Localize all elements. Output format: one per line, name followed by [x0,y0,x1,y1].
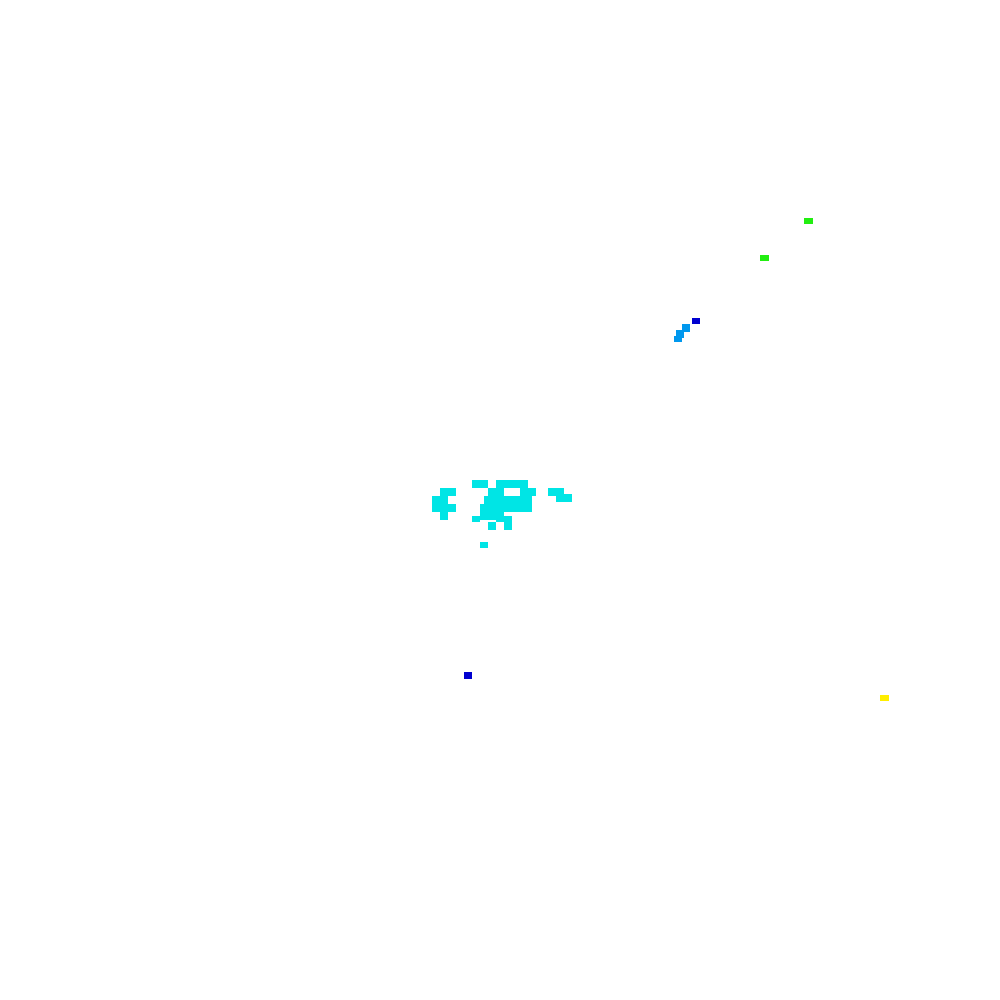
cyan-cluster-cell [484,496,532,504]
cyan-cluster-cell [480,542,488,548]
cyan-cluster-cell [480,512,504,520]
cyan-cluster-cell [432,504,456,512]
cyan-cluster-cell [488,522,496,530]
blue-dot [692,318,700,324]
cyan-cluster-cell [480,504,532,512]
green-dot [804,218,813,224]
cyan-cluster-cell [432,496,448,504]
cyan-cluster-cell [472,480,488,488]
cyan-cluster-cell [488,488,504,496]
blue-streak-cell [682,324,690,332]
cyan-cluster-cell [496,516,512,522]
cyan-cluster-cell [496,480,528,488]
blue-dot [464,672,472,679]
green-dot [760,255,769,261]
blue-streak-cell [676,330,684,338]
marks-layer [432,218,889,701]
cyan-cluster-cell [548,488,564,496]
cyan-cluster-cell [504,522,512,530]
yellow-dot [880,695,889,701]
cyan-cluster-cell [472,516,480,522]
blue-streak-cell [674,336,682,342]
cyan-cluster-cell [556,494,572,502]
cyan-cluster-cell [440,512,448,520]
cyan-cluster-cell [528,488,536,496]
cyan-cluster-cell [440,488,456,496]
